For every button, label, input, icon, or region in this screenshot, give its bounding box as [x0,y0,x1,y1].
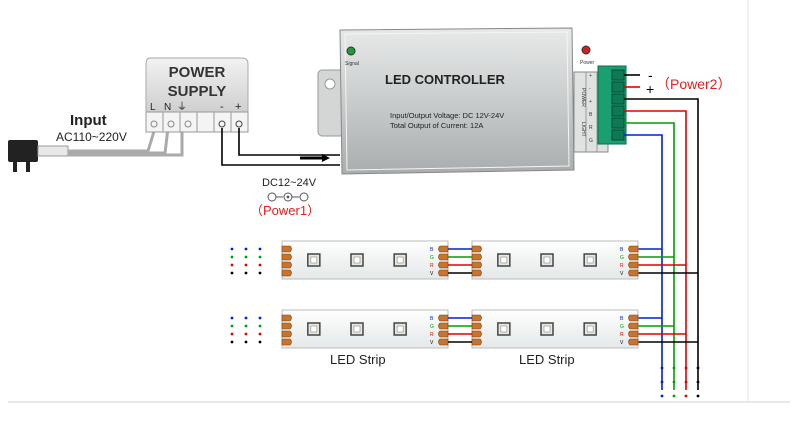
terminal-block-light-label: LIGHT [580,122,586,137]
power1-label: （Power1） [250,203,320,218]
solder-pad [281,261,292,269]
pad-label: R [430,332,434,338]
power2-label: （Power2） [656,76,731,92]
solder-pad [628,314,639,322]
solder-pad [628,338,639,346]
solder-pad [438,322,449,330]
solder-pad [438,253,449,261]
solder-pad [281,245,292,253]
ac-plug-icon [8,140,69,172]
terminal-pin-label: + [589,73,592,79]
pad-label: B [620,316,624,322]
led-controller [317,27,627,175]
pad-label: R [620,263,624,269]
led-strip-label-right: LED Strip [519,352,575,367]
pad-label: B [620,247,624,253]
ac-cable [68,127,157,153]
solder-pad [628,269,639,277]
solder-pad [471,330,482,338]
solder-pad [281,330,292,338]
signal-led-icon [346,46,356,56]
solder-pad [281,338,292,346]
solder-pad [471,314,482,322]
power-supply-title-2: SUPPLY [168,83,227,100]
solder-pad [438,314,449,322]
controller-title: LED CONTROLLER [385,72,505,87]
terminal-block-power-label: POWER [580,88,586,107]
terminal-pin-label: R [589,125,593,131]
pad-label: V [620,271,624,277]
solder-pad [471,261,482,269]
continuation-dots-left [230,247,262,344]
output-wire-blue [624,134,663,390]
solder-pad [628,330,639,338]
solder-pad [281,253,292,261]
solder-pad [628,253,639,261]
solder-pad [628,322,639,330]
power-supply-title-1: POWER [169,64,226,81]
terminal-pin-label: - [589,86,591,92]
pad-label: G [620,255,624,261]
pad-label: V [430,340,434,346]
power-led-icon [581,45,591,55]
solder-pad [438,338,449,346]
solder-pad [471,245,482,253]
power2-minus: - [648,67,653,83]
ground-icon: ⏚ [177,101,187,113]
solder-pad [438,330,449,338]
terminal-N-label: N [164,102,171,113]
solder-pad [438,261,449,269]
solder-pad [628,245,639,253]
solder-pad [471,269,482,277]
power-supply [145,57,249,133]
pad-label: G [430,324,434,330]
solder-pad [438,245,449,253]
input-title: Input [70,112,107,129]
terminal-pin-label: G [589,138,593,144]
pad-label: R [430,263,434,269]
solder-pad [471,338,482,346]
terminal-pin-label: + [589,99,592,105]
terminal-minus-label: - [220,101,224,113]
controller-spec-voltage: Input/Output Voltage: DC 12V-24V [390,111,504,120]
solder-pad [281,314,292,322]
signal-label: Signal [345,61,359,67]
output-wire-green [624,122,675,390]
power1-voltage: DC12~24V [262,177,317,189]
pad-label: V [620,340,624,346]
dc-polarity-icon [267,192,309,202]
terminal-L-label: L [150,102,156,113]
led-strip-label-left: LED Strip [330,352,386,367]
power-led-label: Power [580,60,595,66]
solder-pad [438,269,449,277]
solder-pad [281,322,292,330]
pad-label: G [430,255,434,261]
output-wire-black [624,98,699,390]
pad-label: B [430,247,434,253]
pad-label: G [620,324,624,330]
pad-label: B [430,316,434,322]
input-voltage: AC110~220V [56,130,127,144]
dc-wire-positive [238,128,340,156]
controller-spec-current: Total Output of Current: 12A [390,121,483,130]
pad-label: R [620,332,624,338]
solder-pad [628,261,639,269]
continuation-dots-right [660,366,700,398]
terminal-plus-label: + [235,101,241,113]
pad-label: V [430,271,434,277]
solder-pad [281,269,292,277]
solder-pad [471,322,482,330]
terminal-pin-label: B [589,112,593,118]
output-wire-red [624,110,687,390]
solder-pad [471,253,482,261]
power2-plus: + [646,81,654,97]
dc-wire-negative [221,128,340,166]
